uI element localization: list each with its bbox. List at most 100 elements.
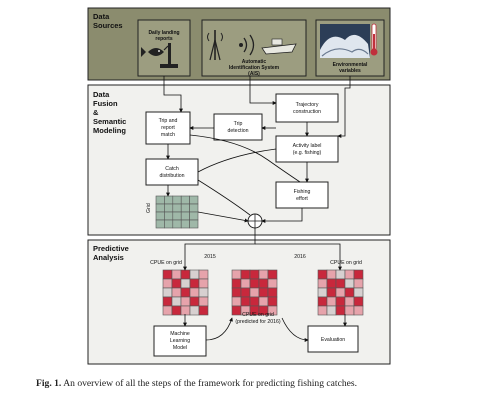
- ais-label-2: Identification System: [229, 65, 280, 71]
- ais-label-1: Automatic: [242, 59, 267, 65]
- data-sources-title-1: Data: [93, 12, 110, 21]
- cpue-left-label: CPUE on grid: [150, 260, 182, 266]
- vessel-icon: [261, 38, 297, 55]
- data-fusion-panel: [87, 84, 391, 236]
- evaluation-label: Evaluation: [321, 337, 345, 343]
- heat-cell: [326, 305, 337, 316]
- heat-cell: [344, 269, 355, 280]
- trip-detection-l2: detection: [227, 128, 248, 134]
- trip-report-match-l3: match: [161, 132, 175, 138]
- heat-cell: [335, 287, 346, 298]
- grid-cell: [155, 195, 165, 205]
- figure-caption: Fig. 1. An overview of all the steps of …: [36, 378, 456, 389]
- heat-cell: [267, 287, 278, 298]
- catch-distribution-l1: Catch: [165, 166, 179, 172]
- grid-cell: [164, 211, 174, 221]
- heat-cell: [317, 305, 328, 316]
- grid-cell: [164, 195, 174, 205]
- fusion-title-1: Data: [93, 90, 110, 99]
- heat-cell: [317, 296, 328, 307]
- heat-cell: [353, 305, 364, 316]
- grid-cell: [155, 211, 165, 221]
- heat-cell: [189, 278, 200, 289]
- predictive-title-2: Analysis: [93, 253, 124, 262]
- heat-cell: [353, 296, 364, 307]
- heat-cell: [267, 269, 278, 280]
- logbook-label-1: Daily landing: [148, 30, 179, 36]
- heat-cell: [162, 269, 173, 280]
- heat-cell: [198, 296, 209, 307]
- ml-model-l2: Learning: [170, 338, 190, 344]
- activity-box: [275, 135, 339, 163]
- grid-label: Grid: [146, 203, 152, 213]
- grid-cell: [189, 211, 199, 221]
- heat-cell: [344, 305, 355, 316]
- heat-cell: [353, 269, 364, 280]
- grid-cell: [172, 211, 182, 221]
- heat-cell: [317, 287, 328, 298]
- heat-cell: [231, 287, 242, 298]
- heat-cell: [189, 296, 200, 307]
- fusion-connectors: [163, 76, 351, 223]
- trip-detection-box: [213, 113, 263, 141]
- heat-cell: [231, 296, 242, 307]
- heat-cell: [171, 296, 182, 307]
- heat-cell: [171, 305, 182, 316]
- cpue-grid-2016: [317, 269, 364, 316]
- fishing-effort-l2: effort: [296, 196, 308, 202]
- heat-cell: [162, 296, 173, 307]
- heat-cell: [267, 296, 278, 307]
- grid-cell: [180, 219, 190, 229]
- heat-cell: [189, 305, 200, 316]
- heat-cell: [249, 278, 260, 289]
- heat-cell: [240, 269, 251, 280]
- year-2015: 2015: [204, 254, 216, 260]
- fish-scale-icon: [141, 43, 178, 68]
- caption-text: An overview of all the steps of the fram…: [61, 378, 358, 389]
- trip-report-match-l1: Trip and: [159, 118, 178, 124]
- heat-cell: [231, 278, 242, 289]
- heat-cell: [198, 305, 209, 316]
- grid-cell: [155, 203, 165, 213]
- heat-cell: [249, 296, 260, 307]
- cpue-grid-2015: [162, 269, 209, 316]
- heat-cell: [162, 305, 173, 316]
- heat-cell: [249, 269, 260, 280]
- heat-cell: [189, 287, 200, 298]
- heat-cell: [180, 305, 191, 316]
- heat-cell: [198, 269, 209, 280]
- signal-waves-icon: [239, 34, 255, 56]
- heat-cell: [171, 278, 182, 289]
- grid-cell: [172, 195, 182, 205]
- env-label-2: variables: [339, 68, 361, 74]
- year-2016: 2016: [294, 254, 306, 260]
- logbook-label-2: reports: [155, 36, 172, 42]
- heat-cell: [249, 287, 260, 298]
- heat-cell: [344, 278, 355, 289]
- cpue-mid-l1: CPUE on grid: [242, 312, 274, 318]
- activity-l1: Activity label: [293, 143, 322, 149]
- trajectory-l1: Trajectory: [296, 102, 319, 108]
- trip-detection-l1: Trip: [234, 121, 243, 127]
- heat-cell: [258, 269, 269, 280]
- heat-cell: [344, 287, 355, 298]
- heat-cell: [317, 278, 328, 289]
- heat-cell: [162, 287, 173, 298]
- predictive-connectors: [183, 228, 347, 342]
- heat-cell: [198, 287, 209, 298]
- cpue-grid-predicted: [231, 269, 278, 316]
- fishing-effort-box: [275, 181, 329, 209]
- heat-cell: [231, 269, 242, 280]
- heat-cell: [240, 287, 251, 298]
- ml-model-l1: Machine: [170, 331, 190, 337]
- fusion-title-2: Fusion: [93, 99, 118, 108]
- heat-cell: [240, 296, 251, 307]
- heat-cell: [317, 269, 328, 280]
- trajectory-box: [275, 93, 339, 123]
- trip-report-match-l2: report: [161, 125, 175, 131]
- grid-cell: [155, 219, 165, 229]
- antenna-icon: [207, 30, 223, 61]
- grid-cell: [189, 203, 199, 213]
- heat-cell: [267, 305, 278, 316]
